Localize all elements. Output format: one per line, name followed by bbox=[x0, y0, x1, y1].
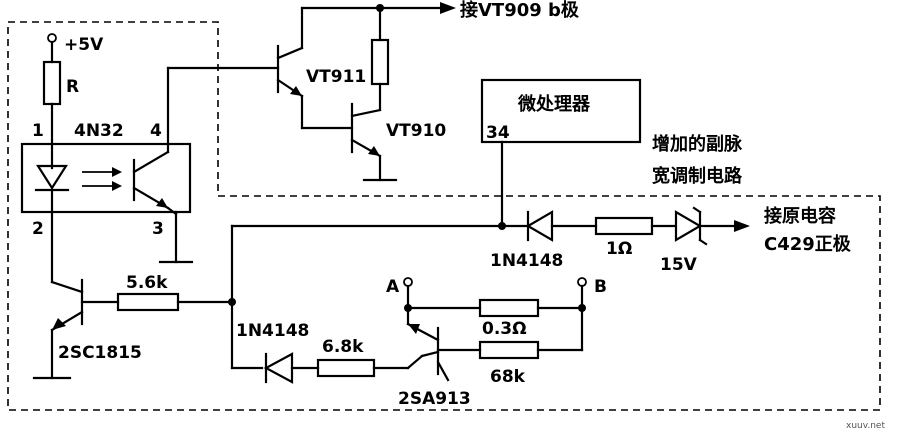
optocoupler-label: 4N32 bbox=[74, 121, 124, 141]
resistor-6-8k bbox=[316, 358, 376, 378]
to-c429-label-line1: 接原电容 bbox=[764, 205, 836, 227]
resistor-6-8k-label: 6.8k bbox=[322, 337, 364, 357]
to-c429-label-line2: C429正极 bbox=[764, 234, 852, 255]
zener-15v-label: 15V bbox=[660, 255, 698, 275]
resistor-r bbox=[42, 60, 62, 106]
to-vt909-label: 接VT909 b极 bbox=[460, 0, 580, 21]
point-a bbox=[403, 277, 413, 287]
resistor-68k-label: 68k bbox=[490, 367, 526, 387]
supply-terminal bbox=[47, 33, 57, 43]
diode-1n4148-top bbox=[525, 210, 554, 242]
arrow-to-c429 bbox=[734, 220, 750, 232]
diode-1n4148-top-label: 1N4148 bbox=[490, 251, 563, 271]
microprocessor-pin-label: 34 bbox=[486, 123, 510, 143]
dashed-boundary bbox=[7, 21, 881, 411]
optocoupler-4n32 bbox=[20, 142, 192, 214]
point-a-label: A bbox=[386, 277, 400, 297]
supply-label: +5V bbox=[64, 35, 104, 55]
pin4-label: 4 bbox=[150, 121, 162, 141]
resistor-5-6k-label: 5.6k bbox=[126, 273, 168, 293]
vt911-label: VT911 bbox=[306, 67, 366, 87]
resistor-68k bbox=[478, 340, 540, 360]
resistor-vt911 bbox=[370, 38, 390, 86]
added-circuit-note-line1: 增加的副脉 bbox=[652, 133, 743, 155]
resistor-0-3ohm-label: 0.3Ω bbox=[482, 319, 527, 339]
diode-1n4148-bottom-label: 1N4148 bbox=[236, 321, 309, 341]
resistor-1ohm bbox=[594, 216, 654, 236]
point-b-label: B bbox=[594, 277, 607, 297]
added-circuit-note-line2: 宽调制电路 bbox=[652, 165, 743, 187]
diode-1n4148-bottom bbox=[263, 352, 294, 384]
zener-15v bbox=[674, 210, 703, 242]
q-2sc1815-label: 2SC1815 bbox=[58, 343, 142, 363]
optocoupler-led bbox=[35, 164, 69, 191]
arrow-to-vt909 bbox=[440, 2, 456, 14]
light-arrows bbox=[82, 167, 122, 191]
watermark: xuuv.net bbox=[846, 421, 885, 431]
resistor-0-3ohm bbox=[478, 298, 540, 318]
microprocessor-box bbox=[480, 78, 642, 144]
pin1-label: 1 bbox=[32, 121, 44, 141]
resistor-5-6k bbox=[116, 292, 180, 312]
microprocessor-label: 微处理器 bbox=[517, 93, 591, 115]
resistor-1ohm-label: 1Ω bbox=[606, 239, 632, 259]
resistor-r-label: R bbox=[66, 77, 79, 97]
point-b bbox=[577, 277, 587, 287]
pin2-label: 2 bbox=[32, 219, 44, 239]
q-2sa913-label: 2SA913 bbox=[398, 389, 471, 409]
pin3-label: 3 bbox=[152, 219, 164, 239]
vt910-label: VT910 bbox=[386, 121, 446, 141]
